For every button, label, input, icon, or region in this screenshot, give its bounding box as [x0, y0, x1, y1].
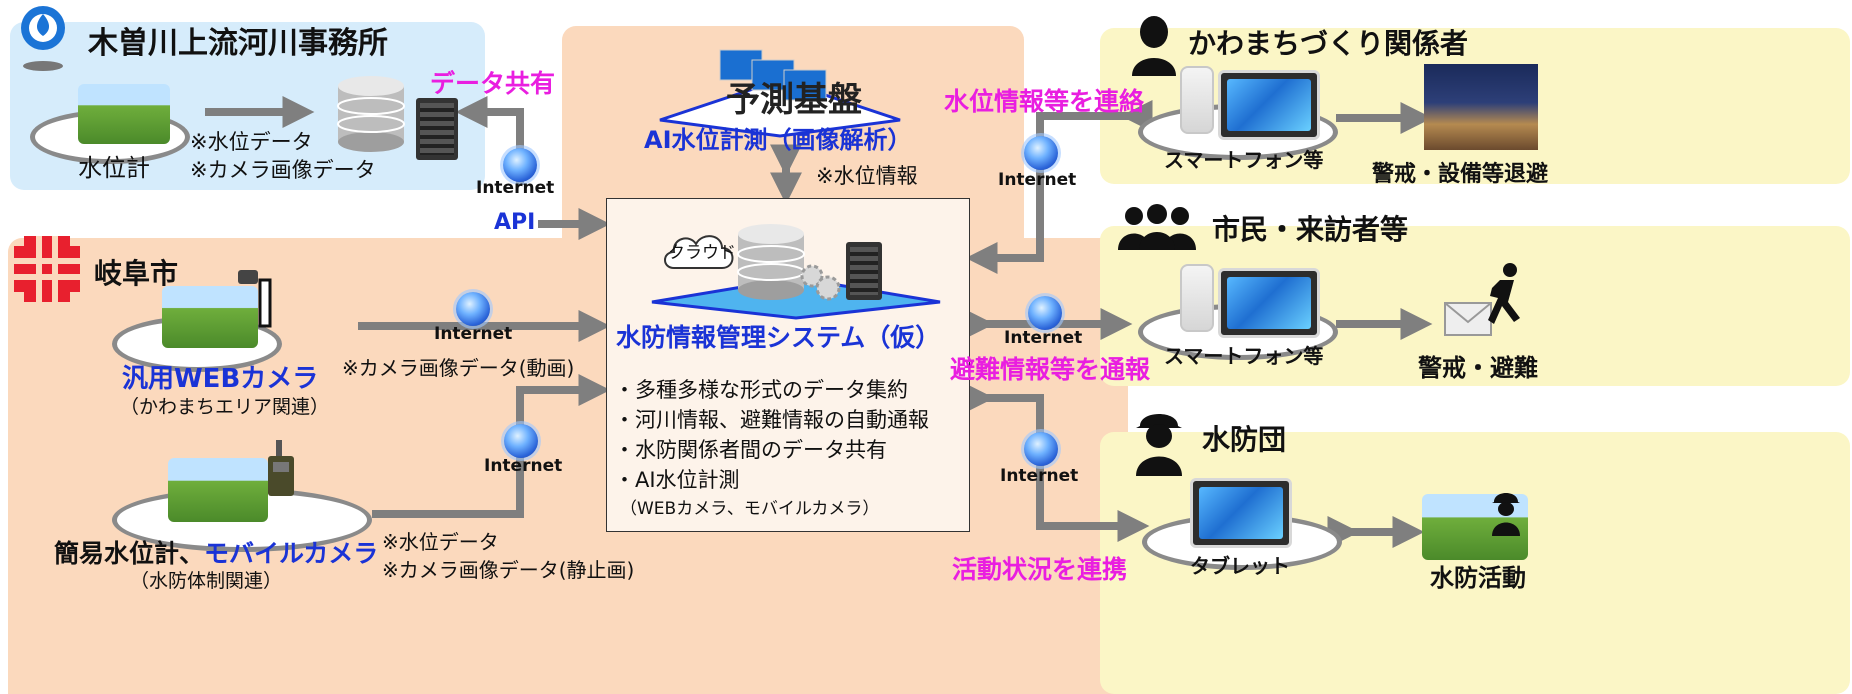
mobile-internet-label: Internet — [484, 456, 563, 476]
internet-globe-r1 — [1024, 136, 1058, 170]
webcam-landscape-image — [162, 286, 258, 348]
r1-device-label: スマートフォン等 — [1164, 148, 1324, 172]
internet-globe-top — [503, 148, 537, 182]
r2-title: 市民・来訪者等 — [1212, 213, 1409, 246]
worker-helmet-icon — [1134, 408, 1184, 476]
internet-globe-r2 — [1028, 296, 1062, 330]
mobile-note-water: ※水位データ — [382, 530, 499, 554]
gifu-title: 岐阜市 — [94, 257, 179, 290]
mail-icon — [1444, 302, 1492, 336]
webcam-icon — [236, 266, 276, 328]
kiso-database-icon — [336, 74, 406, 154]
mobile-sub: （水防体制関連） — [130, 570, 283, 592]
internet-globe-mobile — [504, 424, 538, 458]
webcam-sub: （かわまちエリア関連） — [120, 396, 330, 418]
arrow-r3 — [962, 382, 1150, 542]
mobile-name: 簡易水位計、モバイルカメラ — [54, 534, 378, 570]
tablet-icon-2 — [1218, 268, 1320, 338]
r3-title: 水防団 — [1202, 423, 1287, 456]
kiso-title: 木曽川上流河川事務所 — [88, 26, 388, 61]
internet-globe-r3 — [1024, 432, 1058, 466]
system-server-icon — [846, 242, 882, 300]
kiso-server-icon — [416, 98, 458, 160]
system-database-icon — [736, 222, 806, 302]
r1-action-label: 警戒・設備等退避 — [1372, 162, 1549, 187]
r3-device-label: タブレット — [1190, 554, 1290, 578]
r2-action-label: 警戒・避難 — [1418, 354, 1538, 382]
mobile-camera-icon — [264, 440, 298, 498]
group-people-icon — [1118, 204, 1196, 250]
gauge-label: 水位計 — [78, 154, 150, 182]
r1-action-photo — [1424, 64, 1538, 150]
webcam-name: 汎用WEBカメラ — [122, 364, 319, 394]
mlit-logo — [12, 2, 74, 74]
kiso-note-camera: ※カメラ画像データ — [190, 158, 376, 182]
data-share-label: データ共有 — [430, 69, 556, 98]
mobile-name-part-a: 簡易水位計、 — [54, 539, 205, 568]
gear-icon — [798, 262, 842, 302]
ai-label: AI水位計測（画像解析） — [644, 126, 912, 154]
webcam-internet-label: Internet — [434, 324, 513, 344]
tablet-icon — [1218, 70, 1320, 140]
r3-link-label: 活動状況を連携 — [952, 555, 1128, 584]
feature-item-1: ・多種多様な形式のデータ集約 — [614, 378, 908, 402]
feature-item-sub: （WEBカメラ、モバイルカメラ） — [620, 499, 880, 519]
r1-title: かわまちづくり関係者 — [1188, 27, 1469, 60]
smartphone-icon — [1180, 66, 1214, 134]
r3-internet-label: Internet — [1000, 466, 1079, 486]
webcam-note: ※カメラ画像データ(動画) — [342, 356, 575, 380]
internet-globe-webcam — [456, 292, 490, 326]
r3-action-label: 水防活動 — [1430, 564, 1526, 592]
mobile-note-camera: ※カメラ画像データ(静止画) — [382, 558, 635, 582]
system-name: 水防情報管理システム（仮） — [616, 323, 941, 352]
internet-top-label: Internet — [476, 178, 555, 198]
mobile-name-part-b: モバイルカメラ — [204, 539, 379, 568]
arrow-mobile-system — [372, 374, 611, 518]
cloud-label: クラウド — [668, 243, 736, 263]
cloud-icon — [660, 228, 740, 272]
gifu-city-mark — [14, 236, 80, 302]
running-person-icon — [1478, 262, 1526, 334]
kiso-note-water: ※水位データ — [190, 130, 313, 154]
yosoku-title: 予測基盤 — [726, 80, 862, 120]
arrow-r1 — [965, 100, 1153, 274]
person-icon — [1130, 16, 1178, 76]
r2-device-label: スマートフォン等 — [1164, 344, 1324, 368]
api-label: API — [494, 210, 536, 235]
feature-item-4: ・AI水位計測 — [614, 468, 740, 492]
smartphone-icon-2 — [1180, 264, 1214, 332]
water-info-label: ※水位情報 — [816, 164, 918, 188]
feature-item-2: ・河川情報、避難情報の自動通報 — [614, 408, 929, 432]
r3-worker-icon — [1490, 490, 1522, 536]
gauge-landscape-image — [78, 84, 170, 144]
r1-link-label: 水位情報等を連絡 — [944, 87, 1145, 116]
r1-internet-label: Internet — [998, 170, 1077, 190]
tablet-icon-3 — [1190, 478, 1292, 548]
r2-link-label: 避難情報等を通報 — [950, 355, 1151, 384]
feature-item-3: ・水防関係者間のデータ共有 — [614, 438, 887, 462]
r2-internet-label: Internet — [1004, 328, 1083, 348]
mobile-landscape-image — [168, 458, 268, 522]
yosoku-platform-icon — [640, 49, 910, 138]
